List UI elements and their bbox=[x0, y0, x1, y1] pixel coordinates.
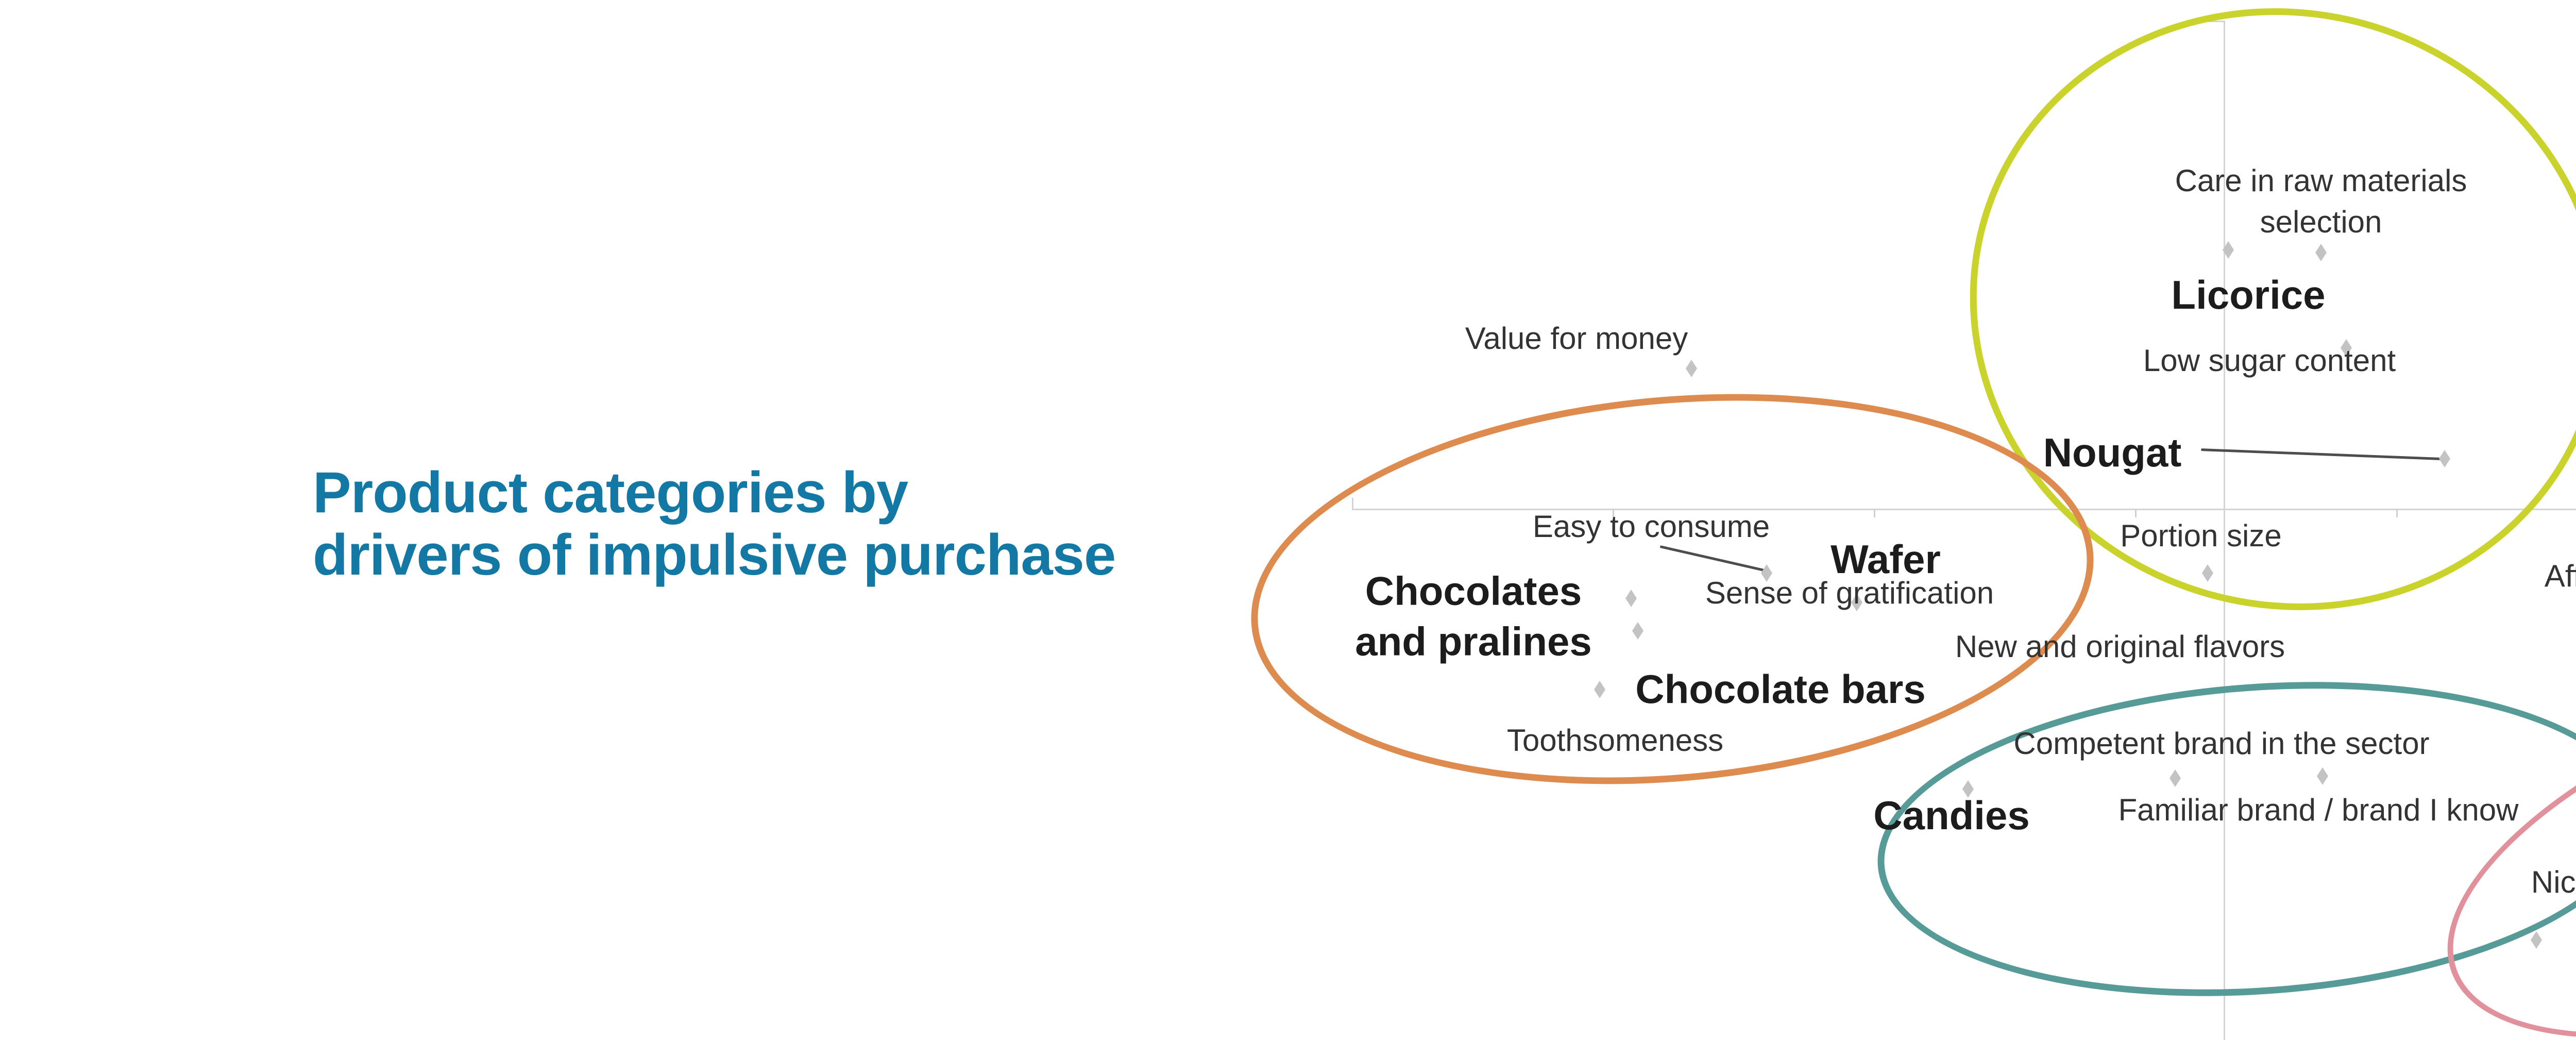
page-title-line1: Product categories by bbox=[313, 460, 908, 525]
category-label-licorice: Licorice bbox=[2171, 272, 2326, 317]
category-label-chocolates-and-pralines: Chocolates and pralines bbox=[1355, 568, 1592, 664]
x-axis-left-end-tick bbox=[1352, 498, 1353, 509]
data-point-diamond bbox=[2317, 767, 2328, 785]
data-point-diamond bbox=[2531, 931, 2542, 949]
category-label-wafer: Wafer bbox=[1831, 536, 1941, 582]
data-point-diamond bbox=[2223, 241, 2234, 259]
data-point-diamond bbox=[2341, 339, 2352, 357]
driver-label-care-raw-materials: Care in raw materials selection bbox=[2175, 163, 2467, 239]
driver-label-familiar-brand: Familiar brand / brand I know bbox=[2118, 793, 2519, 828]
data-point-diamond bbox=[1761, 564, 1772, 582]
data-point-diamond bbox=[1851, 594, 1862, 611]
data-point-diamond bbox=[1594, 681, 1605, 698]
category-label-chocolate-bars: Chocolate bars bbox=[1635, 666, 1926, 712]
page-title-line2: drivers of impulsive purchase bbox=[313, 522, 1116, 587]
category-label-candies: Candies bbox=[1873, 792, 2030, 838]
data-point-diamond bbox=[1632, 622, 1643, 640]
category-label-nougat: Nougat bbox=[2043, 429, 2182, 475]
data-point-diamond bbox=[2202, 564, 2213, 582]
driver-label-low-sugar-content: Low sugar content bbox=[2143, 343, 2396, 378]
x-axis-minor-tick bbox=[1612, 509, 1614, 517]
driver-label-easy-to-consume: Easy to consume bbox=[1532, 509, 1770, 544]
data-point-diamond bbox=[2439, 450, 2450, 467]
data-point-diamond bbox=[1625, 590, 1637, 607]
driver-label-toothsomeness: Toothsomeness bbox=[1506, 723, 1724, 758]
driver-label-sense-of-gratification: Sense of gratification bbox=[1705, 576, 1994, 611]
x-axis-minor-tick bbox=[2134, 509, 2137, 517]
data-point-diamond bbox=[1686, 360, 1697, 377]
driver-label-competent-brand: Competent brand in the sector bbox=[2013, 726, 2430, 761]
x-axis-line bbox=[1352, 508, 2576, 510]
data-point-diamond bbox=[2315, 244, 2327, 261]
x-axis-minor-tick bbox=[1873, 509, 1875, 517]
page-title: Product categories by drivers of impulsi… bbox=[313, 460, 1116, 587]
driver-label-nice-packaging: Nice packaging bbox=[2531, 865, 2576, 900]
driver-label-value-for-money: Value for money bbox=[1465, 321, 1688, 356]
y-axis-top-tick bbox=[2207, 21, 2224, 22]
data-point-diamond bbox=[2170, 769, 2181, 787]
driver-label-affordability: Affordability bbox=[2544, 559, 2576, 594]
driver-label-portion-size: Portion size bbox=[2120, 518, 2282, 553]
x-axis-minor-tick bbox=[2396, 509, 2398, 517]
data-point-diamond bbox=[1962, 780, 1974, 798]
y-axis-line bbox=[2223, 21, 2225, 1040]
driver-label-new-original-flavors: New and original flavors bbox=[1955, 629, 2285, 664]
